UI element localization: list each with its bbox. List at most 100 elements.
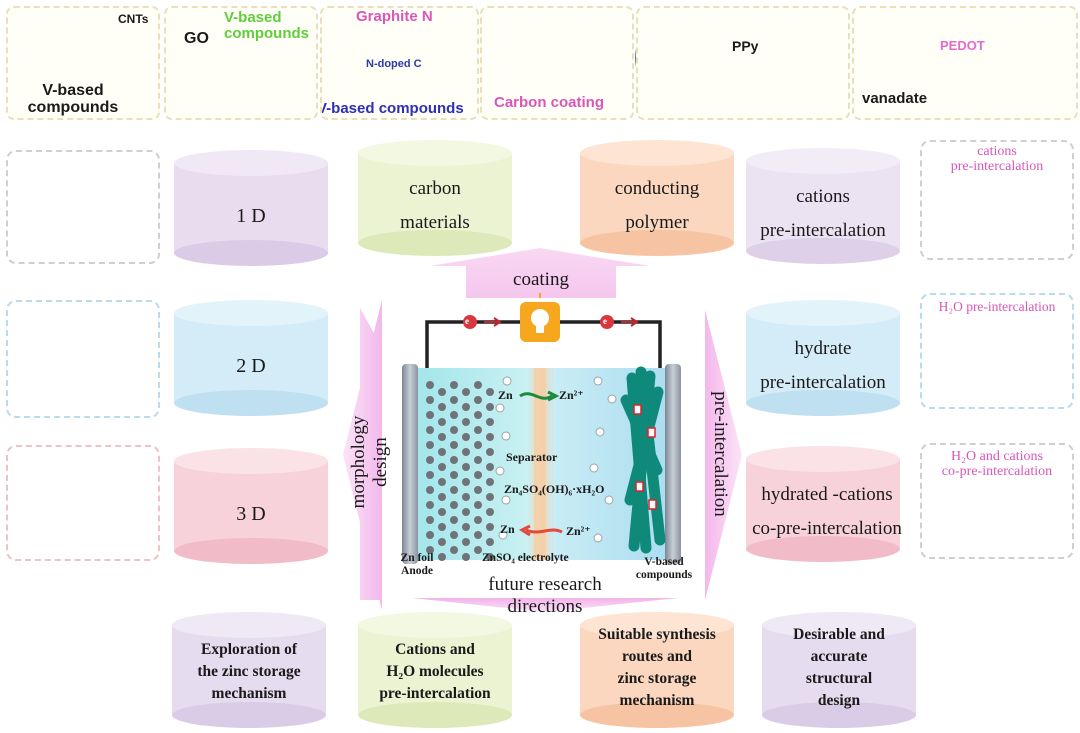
coating-label: coating xyxy=(513,269,569,290)
right-box-h2o-cations: H₂O and cations co-pre-intercalation xyxy=(920,443,1074,559)
cylinder-cations-pre-intercalation: cations pre-intercalation xyxy=(746,148,900,264)
top-box-graphite-n: Graphite N N-doped C V-based compounds xyxy=(320,6,479,120)
cylinder-2d: 2 D xyxy=(174,300,328,416)
compounds-label: compounds xyxy=(635,569,693,581)
go-label: GO xyxy=(184,30,209,47)
v-based-compounds-label-blue: V-based compounds xyxy=(320,100,464,117)
cations-h2o-line-1: Cations and xyxy=(395,641,475,658)
pre-intercalation-label: pre-intercalation xyxy=(950,159,1044,174)
pre-intercalation-vertical-label: pre-intercalation xyxy=(710,391,731,517)
v-based-label: V-based xyxy=(644,556,684,568)
cylinder-conducting-polymer: conducting polymer xyxy=(580,140,734,256)
anode-label: Zn foil Anode xyxy=(392,552,442,578)
zn2-label-top: Zn²⁺ xyxy=(559,388,584,402)
hydrated-cations-label: hydrated -cations xyxy=(761,484,893,505)
electrolyte-label: ZnSO₄ electrolyte xyxy=(482,552,569,564)
graphite-layers xyxy=(426,381,494,561)
zn-label-bottom: Zn xyxy=(500,522,515,536)
zinc-ions xyxy=(495,376,617,543)
cylinder-1d-label: 1 D xyxy=(236,205,266,227)
left-box-1d xyxy=(6,150,160,264)
anode-text-label: Anode xyxy=(401,565,433,577)
synthesis-line-3: zinc storage xyxy=(617,670,697,687)
cnts-label: CNTs xyxy=(118,12,149,26)
pedot-label: PEDOT xyxy=(940,38,985,53)
electron-label-left: e xyxy=(465,316,469,326)
synthesis-line-2: routes and xyxy=(622,648,692,665)
hydrate-pre-intercalation-label: pre-intercalation xyxy=(760,372,886,393)
conducting-label: conducting xyxy=(614,178,700,199)
bottom-cylinder-synthesis: Suitable synthesis routes and zinc stora… xyxy=(580,612,734,728)
bottom-cylinder-exploration: Exploration of the zinc storage mechanis… xyxy=(172,612,326,728)
future-research-line-1: future research xyxy=(488,574,602,595)
cathode-label: V-based compounds xyxy=(634,556,694,582)
zinc-sulfate-hydroxide-label: Zn₄SO₄(OH)₆·xH₂O xyxy=(504,482,605,496)
top-box-ppy: PPy xyxy=(636,6,850,120)
left-box-2d xyxy=(6,300,160,418)
graphite-n-label: Graphite N xyxy=(356,8,433,25)
zn-label-top: Zn xyxy=(498,388,513,402)
exploration-line-3: mechanism xyxy=(211,685,287,702)
future-research-arrow xyxy=(412,598,678,612)
charge-arrow xyxy=(525,528,563,534)
design-line-3: structural xyxy=(805,670,873,687)
separator-label: Separator xyxy=(506,450,558,464)
future-research-label: future research directions xyxy=(430,574,660,618)
polymer-label: polymer xyxy=(625,212,689,233)
hydrate-label: hydrate xyxy=(794,338,852,359)
cylinder-1d: 1 D xyxy=(174,150,328,266)
discharge-arrow xyxy=(519,392,553,400)
vanadate-label: vanadate xyxy=(862,90,928,107)
cathode-collector xyxy=(665,364,681,564)
cylinder-carbon-materials: carbon materials xyxy=(358,140,512,256)
exploration-line-1: Exploration of xyxy=(200,641,298,658)
design-label: design xyxy=(370,437,391,487)
pre-intercalation-arrow xyxy=(705,310,742,600)
cations-label: cations xyxy=(977,144,1017,159)
zn2-label-bottom: Zn²⁺ xyxy=(566,524,591,538)
co-pre-intercalation-label: co-pre-intercalation xyxy=(941,464,1053,479)
n-doped-c-label: N-doped C xyxy=(366,58,422,70)
cations-h2o-line-3: pre-intercalation xyxy=(379,685,491,702)
h2o-pre-intercalation-label: H₂O pre-intercalation xyxy=(938,299,1056,314)
design-line-4: design xyxy=(817,692,861,709)
cylinder-3d: 3 D xyxy=(174,448,328,564)
cylinder-2d-label: 2 D xyxy=(236,355,266,377)
cylinder-pre-intercalation-label: pre-intercalation xyxy=(760,220,886,241)
top-box-cnts: CNTs V-based compounds xyxy=(6,6,160,120)
right-box-h2o: H₂O pre-intercalation xyxy=(920,293,1074,409)
bottom-cylinder-cations-h2o: Cations and H₂O molecules pre-intercalat… xyxy=(358,612,512,728)
coating-arrow xyxy=(430,248,650,298)
hydrated-co-pre-intercalation-label: co-pre-intercalation xyxy=(752,518,902,539)
top-box-pedot: PEDOT vanadate xyxy=(852,6,1078,120)
left-box-3d xyxy=(6,445,160,561)
top-box-go: GO V-based compounds xyxy=(164,6,318,120)
separator-layer xyxy=(534,368,546,560)
future-research-line-2: directions xyxy=(507,596,583,617)
top-box-carbon-coating: Carbon coating xyxy=(480,6,634,120)
carbon-label: carbon xyxy=(409,178,461,199)
exploration-line-2: the zinc storage xyxy=(197,663,301,680)
cylinder-hydrated-cations: hydrated -cations co-pre-intercalation xyxy=(746,446,902,562)
morphology-arrow xyxy=(343,300,382,610)
zn-foil-label: Zn foil xyxy=(400,552,434,564)
cations-h2o-line-2: H₂O molecules xyxy=(386,663,484,680)
morphology-label: morphology xyxy=(348,415,369,509)
materials-label: materials xyxy=(400,212,470,233)
ppy-label: PPy xyxy=(732,38,759,54)
v-based-compounds-label-green: V-based compounds xyxy=(224,9,309,42)
cylinder-hydrate-pre-intercalation: hydrate pre-intercalation xyxy=(746,300,900,416)
synthesis-line-1: Suitable synthesis xyxy=(598,626,716,643)
h2o-and-cations-label: H₂O and cations xyxy=(951,449,1043,464)
v-based-compounds-label: V-based compounds xyxy=(27,82,119,116)
electron-label-right: e xyxy=(603,316,607,326)
carbon-coating-label: Carbon coating xyxy=(494,94,605,111)
design-line-1: Desirable and xyxy=(793,626,885,643)
bottom-cylinder-structural-design: Desirable and accurate structural design xyxy=(762,612,916,728)
design-line-2: accurate xyxy=(810,648,868,665)
cylinder-cations-label: cations xyxy=(796,186,850,207)
synthesis-line-4: mechanism xyxy=(619,692,695,709)
right-box-cations: cations pre-intercalation xyxy=(920,140,1074,260)
zinc-anode-foil xyxy=(402,364,418,564)
cylinder-3d-label: 3 D xyxy=(236,503,266,525)
